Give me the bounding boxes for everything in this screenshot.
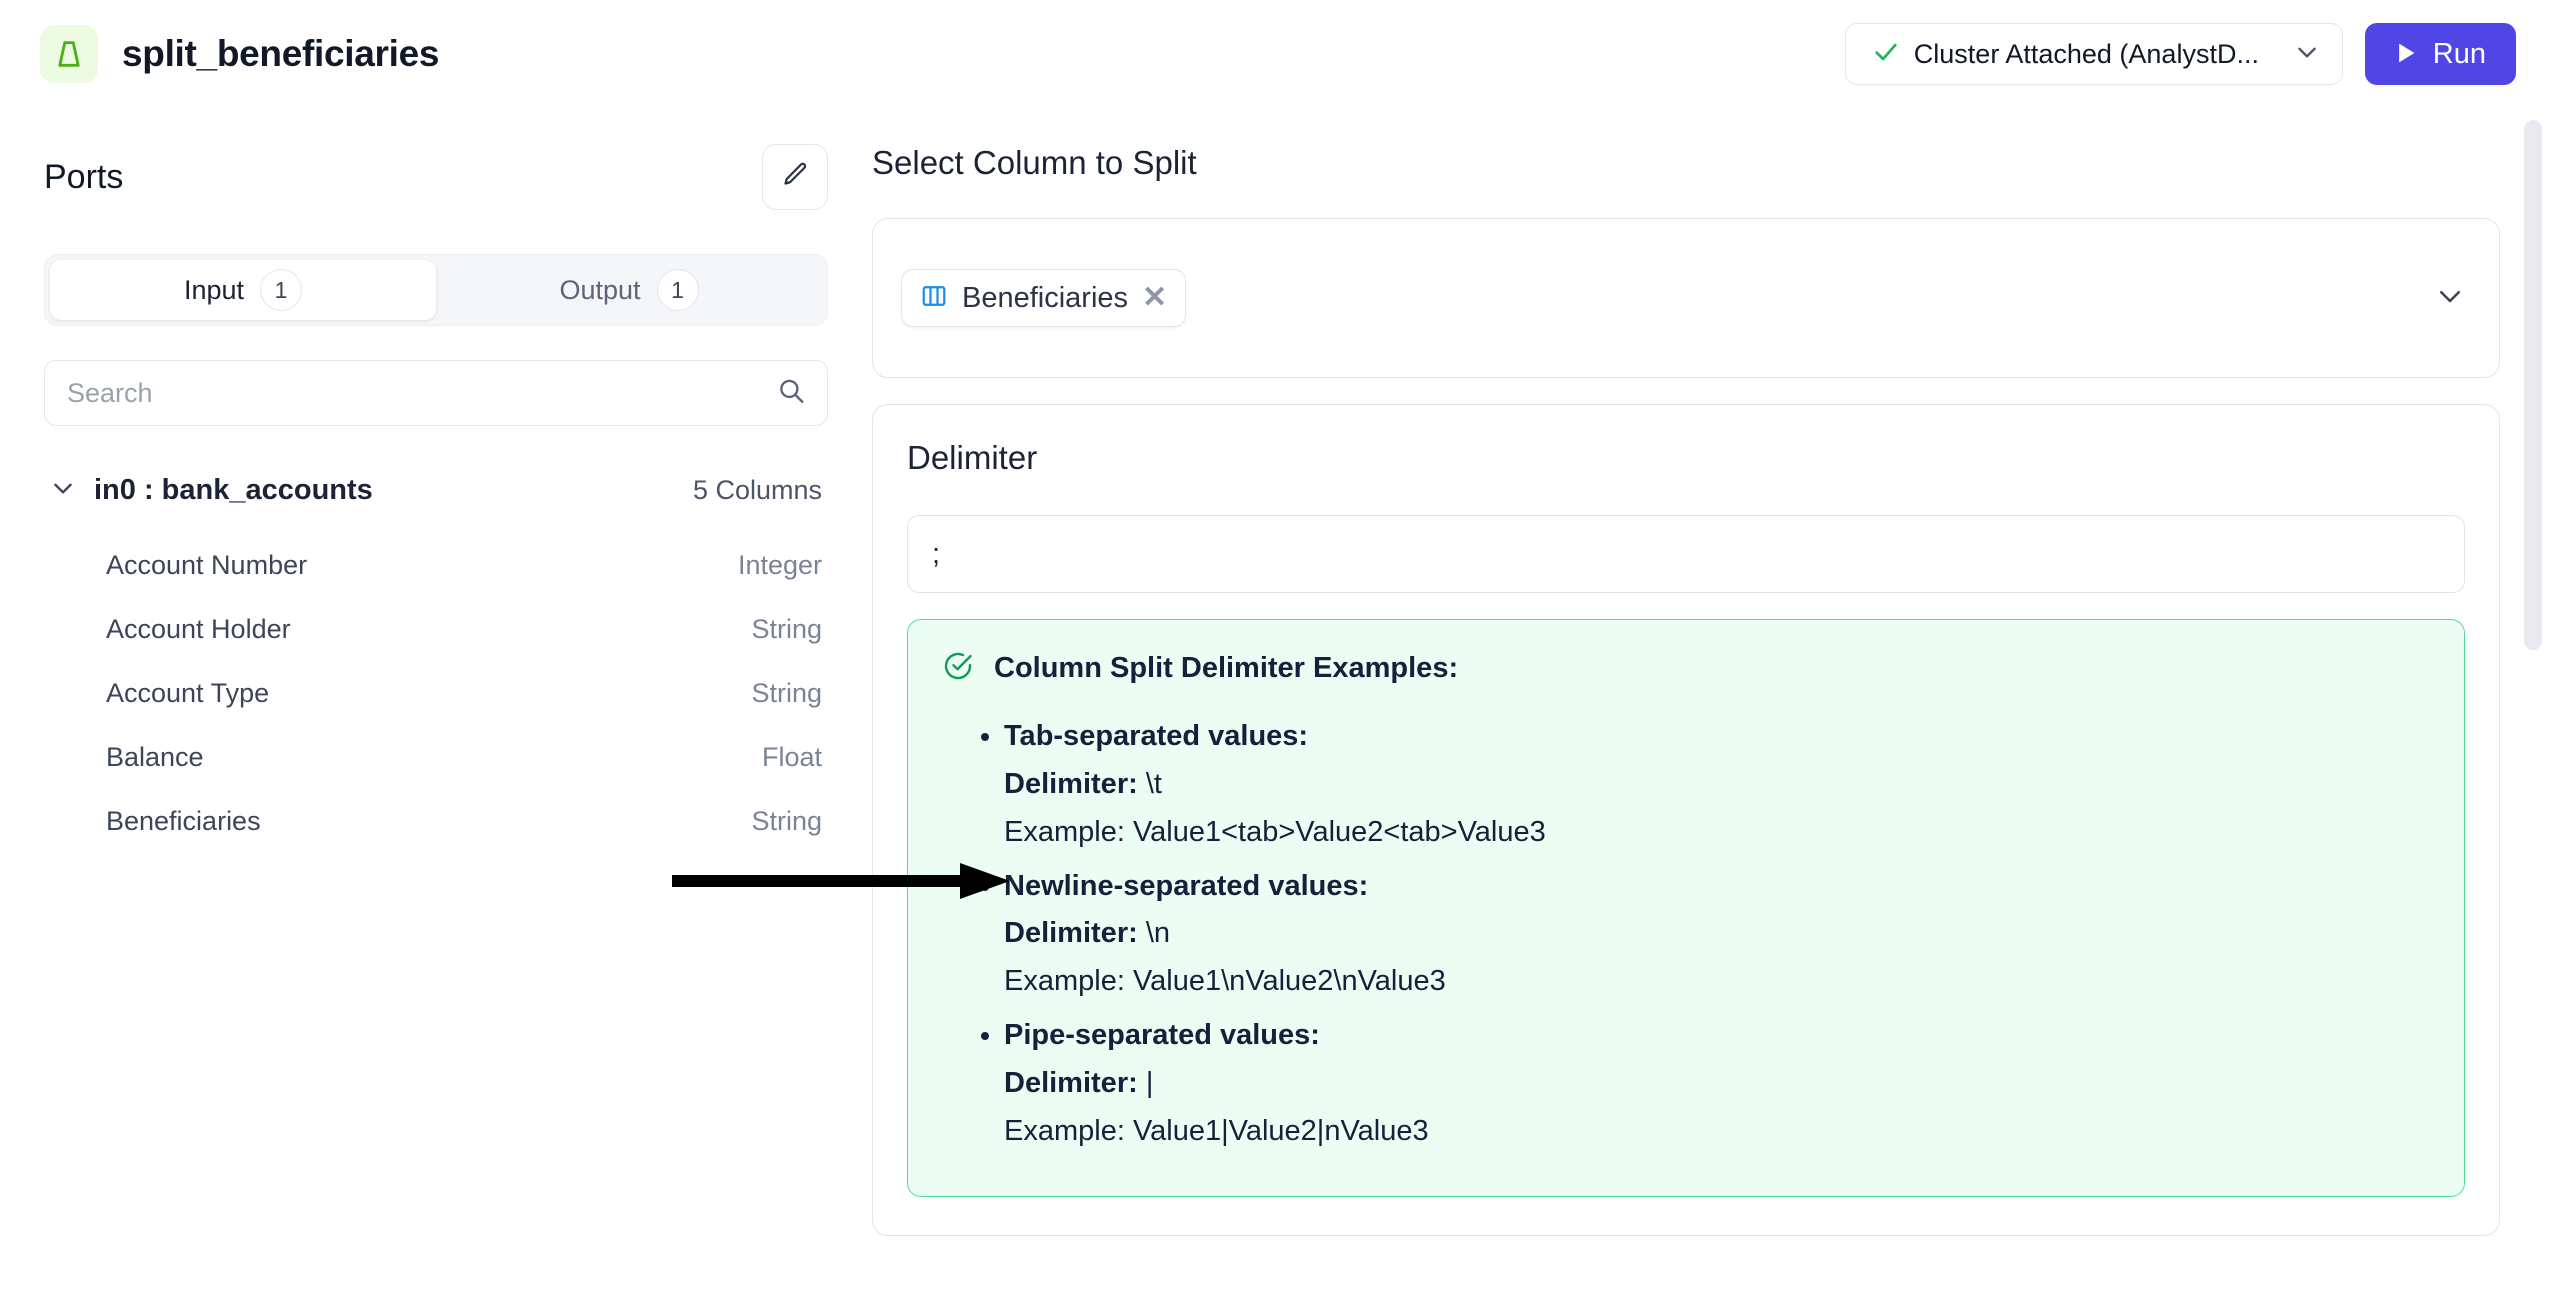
example-item: Newline-separated values: Delimiter: \n …: [1004, 863, 2430, 1007]
close-icon[interactable]: ✕: [1142, 281, 1168, 314]
example-delimiter-value: \t: [1145, 767, 1162, 800]
page-title: split_beneficiaries: [122, 33, 440, 74]
example-sample-line: Example: Value1\nValue2\nValue3: [1004, 958, 2430, 1006]
example-delimiter-label: Delimiter:: [1004, 917, 1138, 950]
delimiter-card: Delimiter Column Split Delimiter Example…: [872, 404, 2500, 1236]
example-label: Example:: [1004, 965, 1125, 998]
example-delimiter-label: Delimiter:: [1004, 1066, 1138, 1099]
port-group-header[interactable]: in0 : bank_accounts 5 Columns: [44, 474, 828, 507]
port-group-column-count: 5 Columns: [692, 475, 822, 505]
column-type: String: [751, 805, 822, 836]
example-delimiter-line: Delimiter: \n: [1004, 910, 2430, 958]
column-row[interactable]: Balance Float: [44, 725, 828, 789]
example-value: Value1|Value2|nValue3: [1132, 1114, 1429, 1147]
column-name: Account Type: [106, 677, 270, 708]
example-value: Value1\nValue2\nValue3: [1132, 965, 1446, 998]
app-header: split_beneficiaries Cluster Attached (An…: [0, 0, 2556, 108]
play-icon: [2391, 39, 2419, 70]
column-row[interactable]: Beneficiaries String: [44, 789, 828, 853]
column-name: Account Holder: [106, 613, 291, 644]
check-icon: [1872, 38, 1900, 71]
example-sample-line: Example: Value1<tab>Value2<tab>Value3: [1004, 809, 2430, 857]
search-input[interactable]: [44, 360, 828, 426]
column-row[interactable]: Account Type String: [44, 661, 828, 725]
tab-output-count: 1: [656, 269, 699, 311]
example-label: Example:: [1004, 1114, 1125, 1147]
column-name: Balance: [106, 741, 204, 772]
example-delimiter-line: Delimiter: |: [1004, 1060, 2430, 1108]
column-type: Float: [761, 741, 822, 772]
ports-header: Ports: [44, 144, 828, 210]
column-name: Account Number: [106, 549, 308, 580]
delimiter-label: Delimiter: [907, 439, 1038, 476]
cluster-select-label: Cluster Attached (AnalystD...: [1913, 38, 2259, 69]
example-delimiter-value: \n: [1145, 917, 1171, 950]
trapezoid-node-icon: [40, 25, 98, 83]
example-delimiter-label: Delimiter:: [1004, 767, 1138, 800]
chevron-down-icon: [2294, 39, 2320, 70]
example-delimiter-line: Delimiter: \t: [1004, 761, 2430, 809]
example-item: Tab-separated values: Delimiter: \t Exam…: [1004, 713, 2430, 857]
brand: split_beneficiaries: [40, 25, 439, 83]
tab-input-count: 1: [260, 269, 303, 311]
pencil-icon: [780, 160, 810, 195]
tab-input[interactable]: Input 1: [50, 260, 436, 320]
chevron-down-icon[interactable]: [2435, 281, 2465, 316]
edit-ports-button[interactable]: [762, 144, 828, 210]
ports-tabs: Input 1 Output 1: [44, 254, 828, 326]
column-name: Beneficiaries: [106, 805, 261, 836]
examples-heading: Column Split Delimiter Examples:: [994, 652, 1459, 684]
example-delimiter-value: |: [1145, 1066, 1154, 1099]
example-sample-line: Example: Value1|Value2|nValue3: [1004, 1108, 2430, 1156]
run-button-label: Run: [2432, 37, 2486, 70]
page-scrollbar-track[interactable]: [2524, 118, 2542, 1289]
search-wrapper: [44, 360, 828, 426]
cluster-select[interactable]: Cluster Attached (AnalystD...: [1844, 23, 2343, 85]
tab-output[interactable]: Output 1: [436, 260, 822, 320]
tab-output-label: Output: [559, 274, 641, 305]
example-label: Example:: [1004, 815, 1125, 848]
examples-heading-row: Column Split Delimiter Examples:: [942, 650, 2430, 687]
examples-list: Tab-separated values: Delimiter: \t Exam…: [1004, 713, 2430, 1156]
header-actions: Cluster Attached (AnalystD... Run: [1844, 23, 2516, 85]
columns-icon: [920, 282, 948, 315]
selected-column-chip[interactable]: Beneficiaries ✕: [901, 269, 1187, 327]
run-button[interactable]: Run: [2364, 23, 2516, 85]
column-row[interactable]: Account Holder String: [44, 597, 828, 661]
search-icon: [776, 376, 806, 411]
select-column-title: Select Column to Split: [872, 144, 1197, 181]
column-list: Account Number Integer Account Holder St…: [44, 533, 828, 853]
delimiter-examples-box: Column Split Delimiter Examples: Tab-sep…: [907, 619, 2465, 1197]
column-type: Integer: [737, 549, 822, 580]
port-group-in0: in0 : bank_accounts 5 Columns Account Nu…: [44, 474, 828, 853]
selected-column-label: Beneficiaries: [962, 281, 1129, 314]
ports-sidebar: Ports Input 1 Output 1: [0, 108, 872, 1303]
example-title: Newline-separated values:: [1004, 869, 1369, 902]
example-title: Pipe-separated values:: [1004, 1019, 1320, 1052]
column-type: String: [751, 613, 822, 644]
page-scrollbar-thumb[interactable]: [2524, 120, 2542, 650]
column-select-card[interactable]: Beneficiaries ✕: [872, 218, 2500, 378]
example-item: Pipe-separated values: Delimiter: | Exam…: [1004, 1012, 2430, 1156]
delimiter-input[interactable]: [907, 515, 2465, 593]
column-row[interactable]: Account Number Integer: [44, 533, 828, 597]
chevron-down-icon: [50, 475, 76, 506]
example-title: Tab-separated values:: [1004, 720, 1309, 752]
check-circle-icon: [942, 650, 974, 687]
port-group-name: in0 : bank_accounts: [94, 474, 373, 506]
example-value: Value1<tab>Value2<tab>Value3: [1132, 815, 1546, 848]
config-panel: Select Column to Split Beneficiaries ✕: [872, 108, 2556, 1303]
ports-title: Ports: [44, 158, 124, 196]
tab-input-label: Input: [183, 274, 245, 305]
column-type: String: [751, 677, 822, 708]
